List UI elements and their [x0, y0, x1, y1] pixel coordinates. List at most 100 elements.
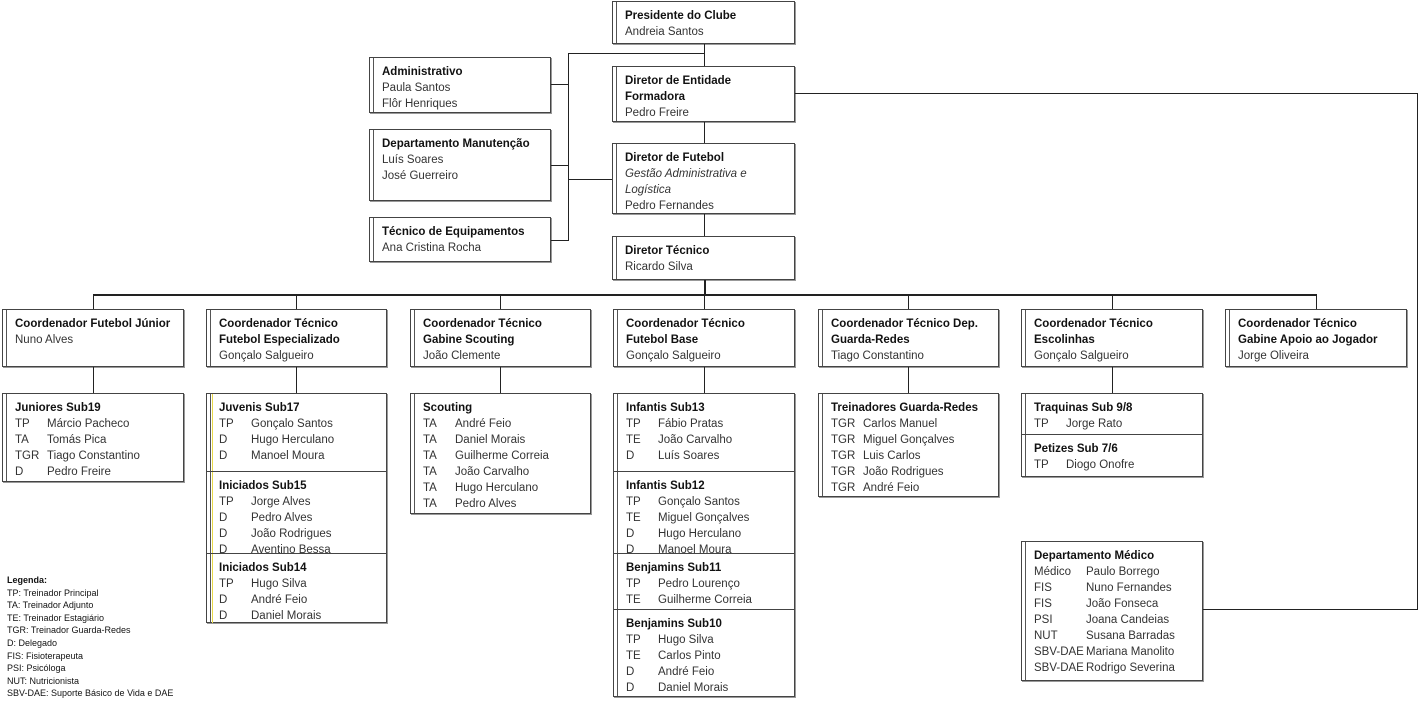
- person-name: Jorge Oliveira: [1238, 350, 1309, 362]
- section-title: Benjamins Sub10: [626, 618, 722, 630]
- member-role: TP: [1034, 418, 1049, 430]
- member-name: Luis Carlos: [863, 450, 921, 462]
- connector-line: [1112, 367, 1113, 393]
- member-name: André Feio: [455, 418, 512, 430]
- box-content: Coordenador Técnico Futebol Especializad…: [207, 310, 386, 368]
- connector-line: [551, 84, 568, 85]
- legend-title: Legenda:: [7, 575, 48, 585]
- member-row: TP Jorge Rato: [1034, 416, 1194, 432]
- person-name: Andreia Santos: [625, 26, 704, 38]
- person-name: Ana Cristina Rocha: [382, 242, 482, 254]
- member-name: Guilherme Correia: [658, 594, 752, 606]
- member-role: D: [626, 544, 635, 556]
- member-role: TGR: [831, 418, 856, 430]
- member-name: Jorge Rato: [1066, 418, 1123, 430]
- org-box-c7[interactable]: Coordenador Técnico Gabine Apoio ao Joga…: [1225, 309, 1407, 367]
- member-name: Joana Candeias: [1086, 614, 1170, 626]
- legend-item: NUT: Nutricionista: [7, 675, 80, 686]
- person-name: Nuno Alves: [15, 334, 74, 346]
- member-name: Carlos Manuel: [863, 418, 938, 430]
- legend-item: FIS: Fisioterapeuta: [7, 650, 84, 661]
- section-title: Iniciados Sub14: [219, 562, 307, 574]
- connector-line: [568, 53, 569, 241]
- member-role: TA: [423, 434, 437, 446]
- member-role: TGR: [831, 434, 856, 446]
- member-role: TGR: [831, 482, 856, 494]
- connector-line: [704, 214, 705, 236]
- member-name: Pedro Alves: [251, 512, 313, 524]
- member-role: D: [219, 594, 228, 606]
- section-title: Scouting: [423, 402, 473, 414]
- member-role: TP: [1034, 459, 1049, 471]
- connector-line: [1203, 609, 1418, 610]
- member-name: Daniel Morais: [658, 682, 729, 694]
- box-content: Coordenador Técnico Gabine Apoio ao Joga…: [1226, 310, 1406, 368]
- member-name: Manoel Moura: [251, 450, 325, 462]
- section-title: Traquinas Sub 9/8: [1034, 402, 1133, 414]
- member-name: Hugo Herculano: [455, 482, 539, 494]
- legend-item: TP: Treinador Principal: [7, 587, 99, 598]
- person-name: Pedro Fernandes: [625, 200, 714, 212]
- box-title: Coordenador Técnico Dep. Guarda-Redes: [831, 318, 978, 346]
- member-role: TE: [626, 434, 641, 446]
- box-title: Diretor de Entidade Formadora: [625, 75, 732, 103]
- member-name: Hugo Silva: [251, 578, 307, 590]
- member-role: TP: [219, 578, 234, 590]
- person-name: Gonçalo Salgueiro: [1034, 350, 1129, 362]
- legend-item: D: Delegado: [7, 637, 58, 648]
- connector-line: [704, 122, 705, 143]
- member-name: Hugo Herculano: [658, 528, 742, 540]
- connector-line: [908, 367, 909, 393]
- person-name: Paula Santos: [382, 82, 451, 94]
- org-box-c2[interactable]: Coordenador Técnico Futebol Especializad…: [206, 309, 387, 367]
- member-name: Jorge Alves: [251, 496, 311, 508]
- person-name: Ricardo Silva: [625, 261, 693, 273]
- member-role: D: [219, 544, 228, 556]
- person-name: Gonçalo Salgueiro: [219, 350, 314, 362]
- connector-line: [704, 367, 705, 393]
- legend-item: TGR: Treinador Guarda-Redes: [7, 625, 131, 636]
- member-role: TP: [626, 634, 641, 646]
- connector-line: [704, 294, 705, 309]
- box-title: Departamento Manutenção: [382, 138, 530, 150]
